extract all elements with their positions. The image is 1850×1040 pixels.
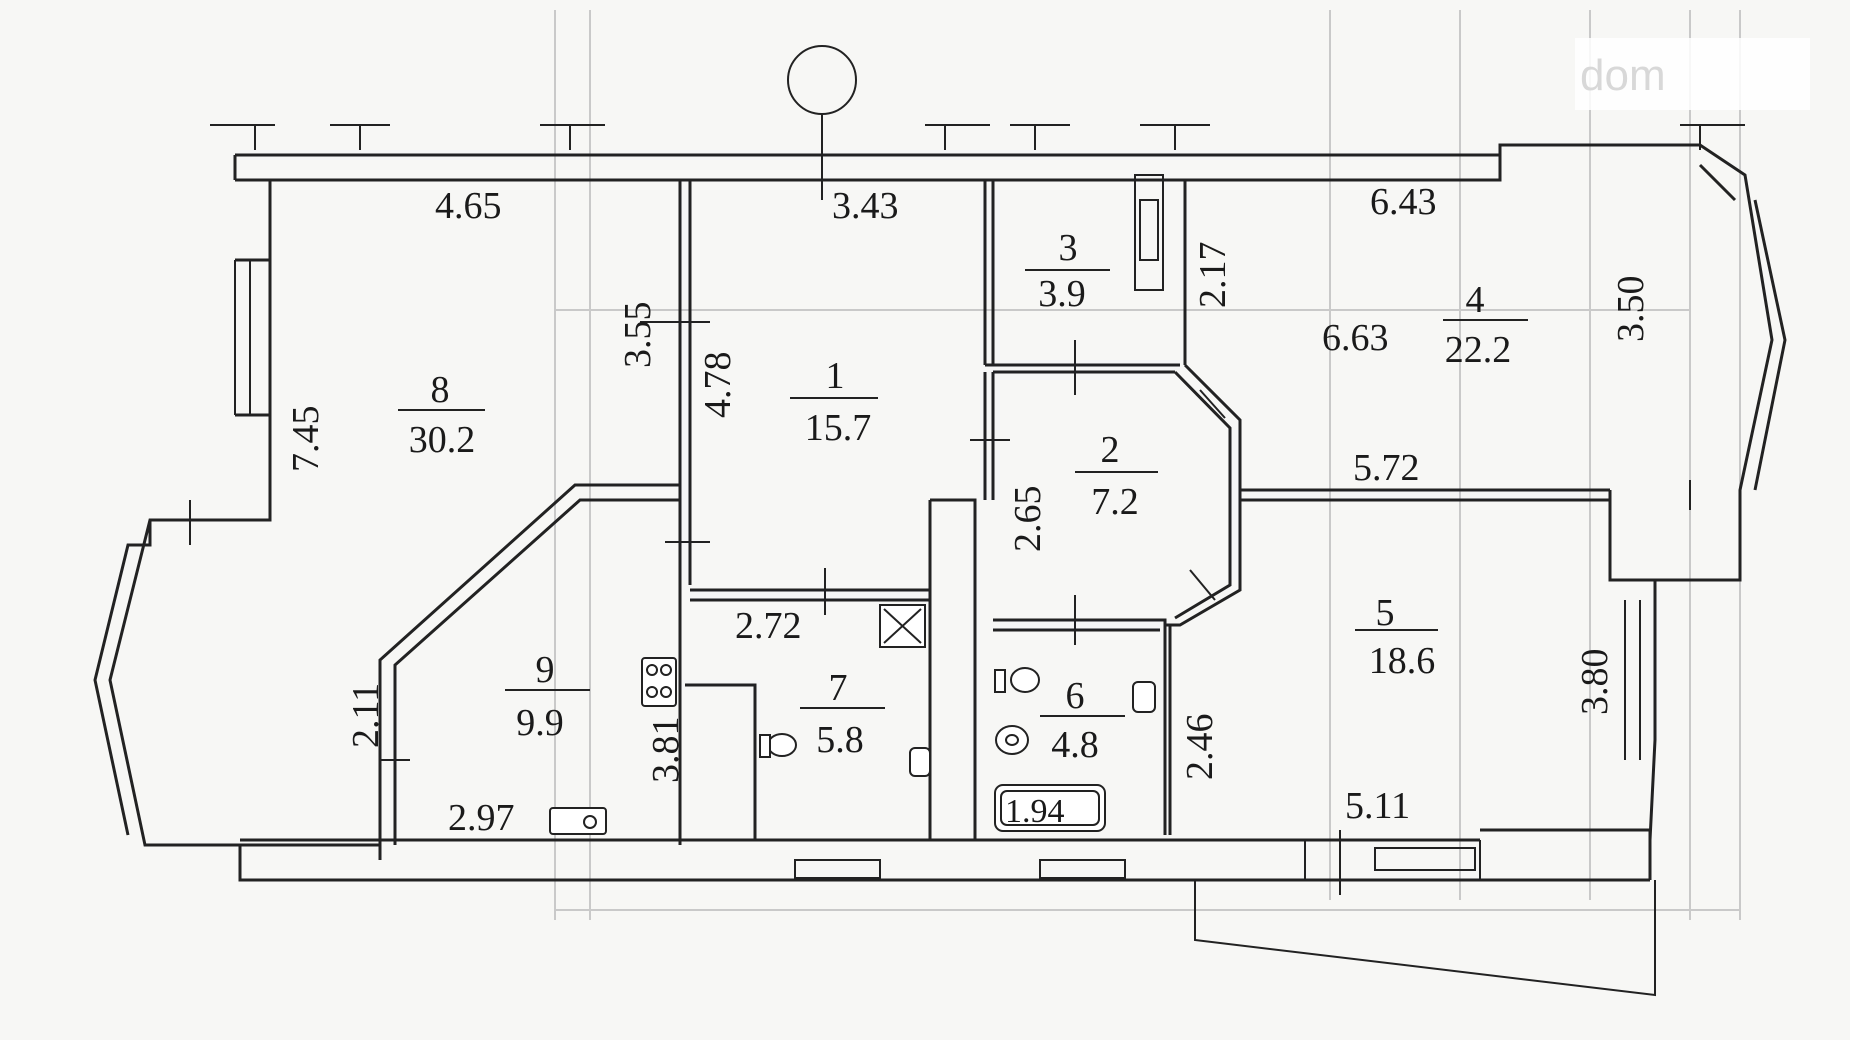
dim-6-43: 6.43 (1370, 181, 1437, 223)
room-area: 3.9 (1038, 273, 1086, 315)
dim-6-63: 6.63 (1322, 317, 1389, 359)
dim-2-46: 2.46 (1179, 714, 1221, 781)
room-area: 9.9 (516, 702, 564, 744)
room-number: 4 (1466, 279, 1485, 321)
window-markers (210, 124, 1745, 880)
room-label-7: 7 5.8 (800, 667, 885, 761)
door-ticks (189, 321, 1691, 895)
riser-circle (787, 45, 857, 200)
interior-walls (378, 174, 1655, 845)
bidet-icon (995, 725, 1029, 755)
room-label-4: 4 22.2 (1443, 279, 1528, 371)
room-area: 7.2 (1091, 481, 1139, 523)
watermark-box (1575, 38, 1810, 110)
room-area: 5.8 (816, 719, 864, 761)
dim-2-97: 2.97 (448, 797, 515, 839)
room-number: 3 (1059, 227, 1078, 269)
room-number: 7 (829, 667, 848, 709)
dim-3-43: 3.43 (832, 185, 899, 227)
room-label-2: 2 7.2 (1075, 429, 1158, 523)
room-area: 4.8 (1051, 724, 1099, 766)
room-label-5: 5 18.6 (1355, 592, 1438, 682)
room-label-1: 1 15.7 (790, 355, 878, 449)
toilet-icon (767, 733, 797, 757)
dim-5-72: 5.72 (1353, 447, 1420, 489)
outer-walls (93, 143, 1787, 997)
dim-2-11: 2.11 (345, 683, 387, 748)
fixtures (549, 604, 1156, 835)
room-labels: 1 15.7 2 7.2 3 3.9 4 22.2 5 18.6 6 4.8 (398, 227, 1528, 766)
dimension-labels: 4.65 3.43 6.43 2.17 3.50 6.63 3.55 4.78 … (285, 181, 1652, 839)
dim-5-11: 5.11 (1345, 785, 1410, 827)
stove-icon (641, 657, 677, 707)
toilet-icon-room-6 (1010, 667, 1040, 693)
room-label-8: 8 30.2 (398, 369, 485, 461)
room-area: 18.6 (1369, 640, 1436, 682)
dim-2-72: 2.72 (735, 605, 802, 647)
dim-4-78: 4.78 (697, 352, 739, 419)
room-number: 8 (431, 369, 450, 411)
dim-3-81: 3.81 (645, 717, 687, 784)
dim-2-17: 2.17 (1192, 242, 1234, 309)
dim-2-65: 2.65 (1007, 486, 1049, 553)
kitchen-sink-icon (549, 807, 607, 835)
dim-3-55: 3.55 (617, 302, 659, 369)
room-number: 6 (1066, 675, 1085, 717)
watermark-text: dom (1580, 51, 1666, 100)
room-label-6: 6 4.8 (1040, 675, 1125, 766)
room-number: 5 (1376, 592, 1395, 634)
washbasin-icon (909, 747, 931, 777)
washbasin-icon-room-6 (1132, 681, 1156, 713)
room-area: 15.7 (805, 407, 872, 449)
dim-7-45: 7.45 (285, 406, 327, 473)
room-label-9: 9 9.9 (505, 649, 590, 744)
room-label-3: 3 3.9 (1025, 227, 1110, 315)
dim-4-65: 4.65 (435, 185, 502, 227)
room-area: 22.2 (1445, 329, 1512, 371)
background-grid (554, 10, 1741, 920)
bathtub-icon (994, 784, 1106, 832)
room-number: 2 (1101, 429, 1120, 471)
room-number: 9 (536, 649, 555, 691)
dim-3-80: 3.80 (1574, 649, 1616, 716)
room-number: 1 (826, 355, 845, 397)
dim-3-50: 3.50 (1610, 276, 1652, 343)
dim-1-94: 1.94 (1005, 793, 1065, 830)
room-area: 30.2 (409, 419, 476, 461)
